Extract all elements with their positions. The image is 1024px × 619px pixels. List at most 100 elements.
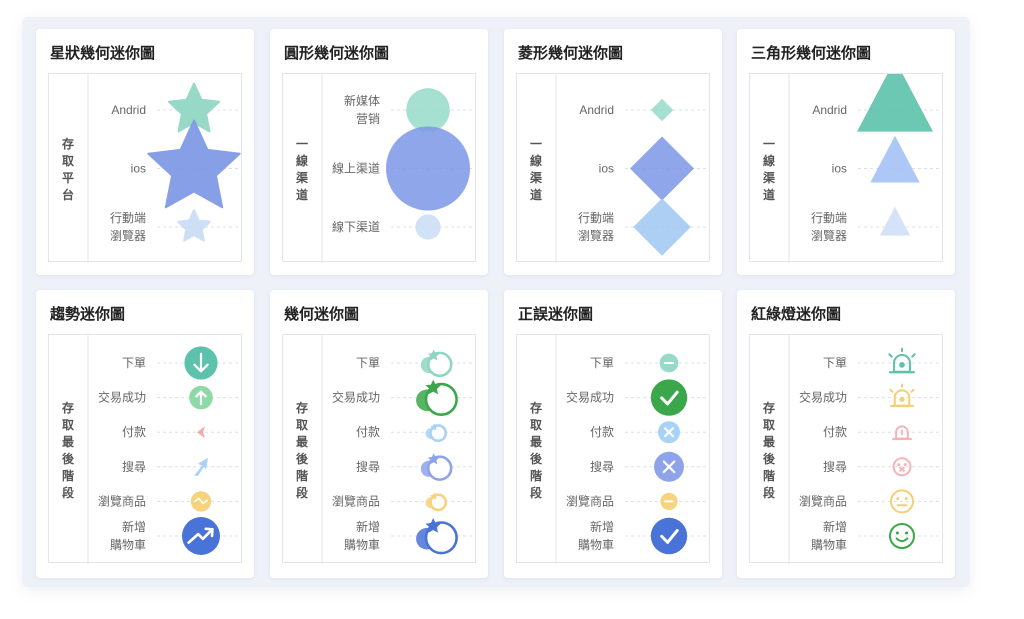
chart-frame: 存取最後階段下單交易成功付款搜尋瀏覽商品新增購物車 bbox=[282, 334, 476, 564]
check-icon bbox=[650, 379, 688, 416]
triangle-mark bbox=[879, 206, 911, 236]
y-axis-title-char: 階 bbox=[763, 468, 775, 483]
arrow-up-icon bbox=[189, 385, 213, 410]
card-traffic-light-sparkline: 紅綠燈迷你圖 存取最後階段下單交易成功付款搜尋瀏覽商品新增購物車 bbox=[737, 290, 955, 578]
row-label: 瀏覽商品 bbox=[566, 493, 614, 508]
trend-up-icon bbox=[182, 517, 220, 555]
y-axis-title-char: 後 bbox=[530, 451, 543, 466]
geo-icon bbox=[425, 423, 448, 443]
row-label: Andrid bbox=[579, 103, 614, 117]
row-label: 新增 bbox=[590, 519, 614, 534]
y-axis-title-char: 段 bbox=[530, 485, 543, 500]
row-label: 付款 bbox=[356, 425, 380, 439]
circle-mark bbox=[386, 126, 470, 211]
row-label: 营销 bbox=[356, 112, 380, 126]
y-axis-title-char: 一 bbox=[296, 137, 308, 151]
y-axis-title-char: 線 bbox=[530, 153, 542, 168]
y-axis-title-char: 最 bbox=[530, 435, 543, 449]
circle-mark bbox=[406, 88, 450, 132]
geo-icon bbox=[416, 379, 458, 417]
triangle-mark bbox=[857, 74, 933, 132]
y-axis-title-char: 取 bbox=[62, 154, 74, 168]
row-label: 購物車 bbox=[811, 538, 847, 552]
row-label: 新增 bbox=[122, 519, 146, 534]
chart-frame: 存取最後階段下單交易成功付款搜尋瀏覽商品新增購物車 bbox=[516, 334, 710, 564]
row-label: 搜尋 bbox=[122, 459, 146, 474]
y-axis-title-char: 道 bbox=[530, 187, 542, 202]
y-axis-title-char: 階 bbox=[530, 468, 542, 483]
chart-frame: 一線渠道新媒体营销線上渠道線下渠道 bbox=[282, 73, 476, 263]
y-axis-title-char: 渠 bbox=[530, 170, 542, 185]
circle-mark bbox=[415, 214, 441, 240]
diamond-mark bbox=[630, 136, 694, 201]
card-title: 圓形幾何迷你圖 bbox=[284, 45, 390, 62]
row-label: 新增 bbox=[356, 519, 380, 534]
row-label: ios bbox=[599, 162, 614, 176]
y-axis-title-char: 段 bbox=[763, 485, 776, 500]
face-x-icon bbox=[892, 457, 912, 477]
row-label: 下單 bbox=[356, 356, 380, 370]
y-axis-title-char: 階 bbox=[296, 468, 308, 483]
y-axis-title-char: 存 bbox=[61, 136, 74, 151]
y-axis-title-char: 線 bbox=[296, 153, 308, 168]
row-label: 交易成功 bbox=[566, 390, 614, 405]
y-axis-title-char: 台 bbox=[62, 187, 74, 202]
row-label: 新增 bbox=[823, 519, 847, 534]
row-label: 下單 bbox=[122, 356, 146, 370]
y-axis-title-char: 取 bbox=[530, 418, 542, 432]
row-label: 搜尋 bbox=[356, 459, 380, 474]
row-label: 瀏覽商品 bbox=[332, 493, 380, 508]
card-title: 菱形幾何迷你圖 bbox=[518, 45, 624, 62]
minus-icon bbox=[660, 492, 678, 510]
alarm-icon bbox=[888, 347, 916, 374]
row-label: 下單 bbox=[823, 356, 847, 370]
chart-frame: 存取最後階段下單交易成功付款搜尋瀏覽商品新增購物車 bbox=[48, 334, 242, 564]
row-label: 購物車 bbox=[344, 538, 380, 552]
card-title: 趨勢迷你圖 bbox=[50, 306, 126, 323]
card-trend-sparkline: 趨勢迷你圖 存取最後階段下單交易成功付款搜尋瀏覽商品新增購物車 bbox=[36, 290, 254, 578]
row-label: 下單 bbox=[590, 356, 614, 370]
diamond-mark bbox=[650, 98, 674, 122]
wave-icon bbox=[190, 491, 212, 512]
y-axis-title-char: 後 bbox=[763, 451, 776, 466]
rise-icon bbox=[194, 457, 208, 476]
chart-frame: 存取最後階段下單交易成功付款搜尋瀏覽商品新增購物車 bbox=[749, 334, 943, 564]
row-label: 瀏覽商品 bbox=[98, 493, 146, 508]
card-geometric-sparkline: 幾何迷你圖 存取最後階段下單交易成功付款搜尋瀏覽商品新增購物車 bbox=[270, 290, 488, 578]
row-label: 交易成功 bbox=[98, 390, 146, 405]
row-label: 瀏覽器 bbox=[811, 228, 847, 243]
row-label: 搜尋 bbox=[823, 459, 847, 474]
y-axis-title-char: 後 bbox=[62, 451, 75, 466]
alarm-icon bbox=[889, 383, 915, 408]
geo-icon bbox=[420, 349, 453, 378]
row-label: Andrid bbox=[111, 103, 146, 117]
y-axis-title-char: 段 bbox=[62, 485, 75, 500]
card-circle-sparkline: 圓形幾何迷你圖 一線渠道新媒体营销線上渠道線下渠道 bbox=[270, 29, 488, 275]
y-axis-title-char: 取 bbox=[763, 418, 775, 432]
card-check-sparkline: 正誤迷你圖 存取最後階段下單交易成功付款搜尋瀏覽商品新增購物車 bbox=[504, 290, 722, 578]
geo-icon bbox=[420, 453, 453, 481]
y-axis-title-char: 階 bbox=[62, 468, 74, 483]
row-label: 線上渠道 bbox=[332, 161, 380, 176]
row-label: 付款 bbox=[823, 425, 847, 439]
geo-icon bbox=[416, 518, 458, 555]
y-axis-title-char: 最 bbox=[763, 435, 776, 449]
card-title: 三角形幾何迷你圖 bbox=[751, 45, 872, 62]
y-axis-title-char: 取 bbox=[62, 418, 74, 432]
geo-icon bbox=[425, 492, 448, 512]
y-axis-title-char: 存 bbox=[762, 400, 775, 415]
row-label: 行動端 bbox=[811, 211, 847, 225]
y-axis-title-char: 渠 bbox=[763, 170, 775, 185]
check-icon bbox=[650, 517, 688, 555]
row-label: 行動端 bbox=[578, 211, 614, 225]
y-axis-title-char: 最 bbox=[296, 435, 309, 449]
y-axis-title-char: 後 bbox=[296, 451, 309, 466]
